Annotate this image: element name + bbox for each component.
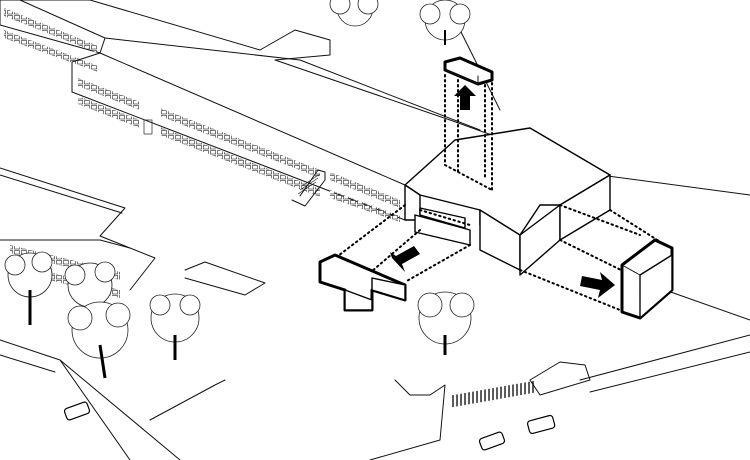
extracted-volume-left <box>318 253 407 312</box>
exterior-stair <box>291 169 326 207</box>
car-icon <box>63 401 556 451</box>
existing-building <box>0 0 501 222</box>
extracted-volume-top <box>443 56 494 86</box>
arrow-down-left-icon <box>390 246 420 272</box>
extracted-volume-right <box>620 238 674 320</box>
site-lines <box>0 29 750 460</box>
tree-icon <box>4 0 475 379</box>
arrow-up-icon <box>454 85 476 110</box>
central-building <box>404 127 611 276</box>
arrow-down-right-icon <box>580 272 615 298</box>
